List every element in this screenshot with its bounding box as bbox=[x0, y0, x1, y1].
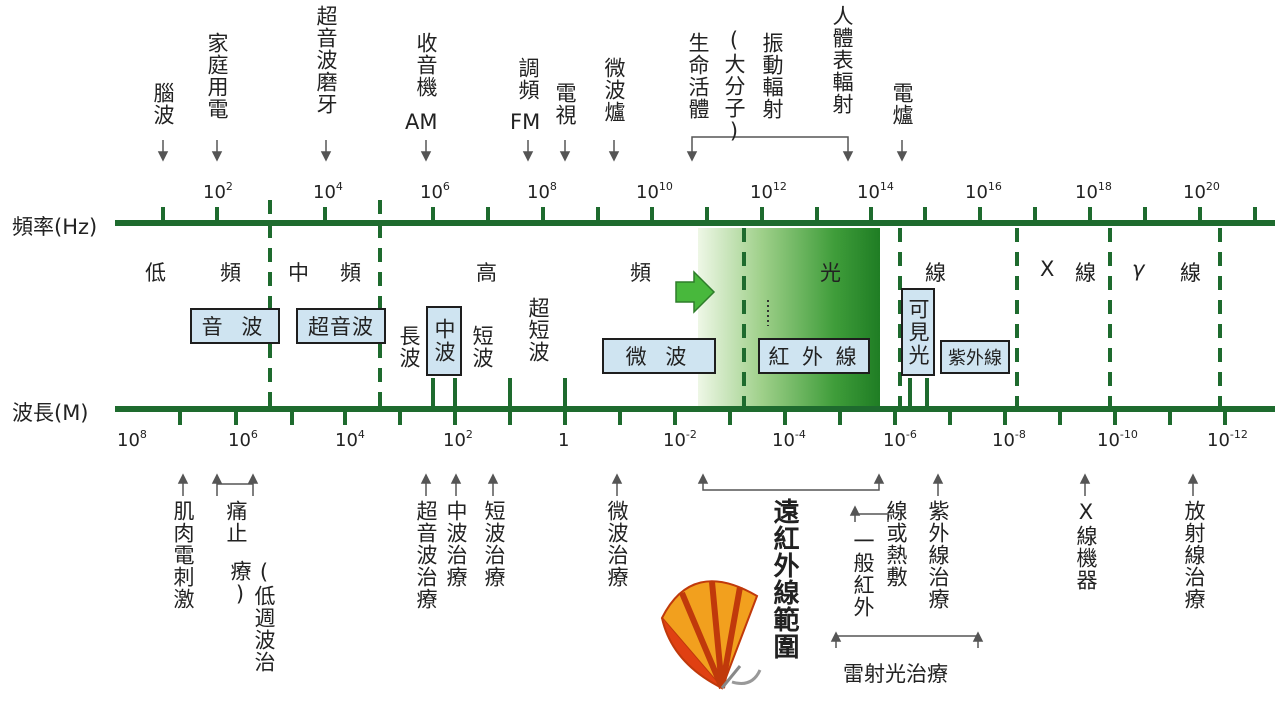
band-mid: 中 bbox=[288, 261, 309, 285]
green-arrow-icon bbox=[675, 270, 716, 314]
wave-tick-label: 1 bbox=[558, 430, 570, 451]
wave-tick-label: 10-10 bbox=[1097, 428, 1138, 451]
long-wave-label: 長波 bbox=[397, 325, 421, 369]
vibration-radiation-label: 振動輻射 bbox=[760, 32, 784, 120]
wave-tick-label: 10-2 bbox=[663, 428, 697, 451]
wave-tick-label: 10-6 bbox=[883, 428, 917, 451]
short-wave-label: 短波 bbox=[470, 325, 494, 369]
freq-tick-label: 1020 bbox=[1183, 180, 1220, 203]
freq-tick-label: 102 bbox=[203, 180, 233, 203]
frequency-axis-label: 頻率(Hz) bbox=[12, 215, 98, 239]
radiation-therapy-label: 放射線治療 bbox=[1182, 500, 1206, 610]
freq-tick-label: 1010 bbox=[636, 180, 673, 203]
freq-tick-label: 106 bbox=[420, 180, 450, 203]
laser-therapy-label: 雷射光治療 bbox=[843, 662, 948, 686]
infrared-gradient-band bbox=[698, 228, 880, 406]
infrared-box: 紅 外 線 bbox=[758, 338, 870, 374]
short-wave-therapy-label: 短波治療 bbox=[482, 500, 506, 588]
ultrashort-wave-label: 超短波 bbox=[526, 297, 550, 363]
uv-therapy-label: 紫外線治療 bbox=[926, 500, 950, 610]
band-low-2: 頻 bbox=[220, 261, 241, 285]
radio-label: 收音機 bbox=[414, 32, 438, 98]
medium-wave-box: 中波 bbox=[426, 306, 462, 376]
band-xray-2: 線 bbox=[1075, 261, 1096, 285]
band-separators bbox=[268, 200, 1222, 409]
freq-tick-label: 1014 bbox=[857, 180, 894, 203]
band-gamma-2: 線 bbox=[1180, 261, 1201, 285]
heat-pack-label: 線或熱敷 bbox=[884, 500, 908, 588]
wavelength-tick-marks bbox=[178, 378, 1227, 425]
band-xray: X bbox=[1040, 257, 1055, 281]
wave-tick-label: 10-12 bbox=[1207, 428, 1248, 451]
far-infrared-range-label: 遠紅外線範圍 bbox=[769, 498, 799, 660]
microwave-box: 微 波 bbox=[602, 338, 716, 374]
band-high-2: 頻 bbox=[630, 261, 651, 285]
pain-relief-label: 痛止 bbox=[224, 500, 248, 544]
ultrasound-therapy-label: 超音波治療 bbox=[414, 500, 438, 610]
freq-tick-label: 104 bbox=[313, 180, 343, 203]
wave-tick-label: 10-4 bbox=[772, 428, 806, 451]
freq-tick-label: 1012 bbox=[750, 180, 787, 203]
brain-wave-label: 腦波 bbox=[151, 82, 175, 126]
band-gamma: γ bbox=[1132, 257, 1145, 281]
band-high: 高 bbox=[476, 261, 497, 285]
medium-wave-therapy-label: 中波治療 bbox=[444, 500, 468, 588]
wave-tick-label: 106 bbox=[228, 428, 258, 451]
wave-tick-label: 104 bbox=[335, 428, 365, 451]
body-surface-label: 人體表輻射 bbox=[830, 5, 854, 115]
xray-machine-label: X線機器 bbox=[1074, 500, 1098, 591]
tv-label: 電視 bbox=[553, 82, 577, 126]
band-low: 低 bbox=[145, 261, 166, 285]
ultraviolet-box: 紫外線 bbox=[940, 340, 1010, 374]
umbrella-icon bbox=[660, 580, 762, 690]
general-infrared-label: 一般紅外 bbox=[851, 530, 875, 618]
wave-tick-label: 108 bbox=[117, 428, 147, 451]
am-label: AM bbox=[405, 110, 438, 134]
visible-light-box: 可見光 bbox=[901, 288, 935, 376]
bottom-arrows bbox=[177, 473, 1199, 648]
life-body-label: 生命活體 bbox=[686, 32, 710, 120]
wavelength-axis-label: 波長(M) bbox=[12, 401, 89, 425]
sound-wave-box: 音 波 bbox=[190, 308, 280, 344]
wave-tick-label: 10-8 bbox=[992, 428, 1026, 451]
fm-label: 調頻 bbox=[516, 57, 540, 101]
frequency-tick-marks bbox=[161, 207, 1257, 223]
muscle-stim-label: 肌肉電刺激 bbox=[171, 500, 195, 610]
band-mid-2: 頻 bbox=[340, 261, 361, 285]
ultrasonic-grind-label: 超音波磨牙 bbox=[314, 5, 338, 115]
electric-stove-label: 電爐 bbox=[890, 82, 914, 126]
fm-abbrev-label: FM bbox=[510, 110, 541, 134]
band-light-2: 線 bbox=[925, 261, 946, 285]
microwave-oven-label: 微波爐 bbox=[602, 57, 626, 123]
freq-tick-label: 1016 bbox=[965, 180, 1002, 203]
macro-molecule-label: (大分子) bbox=[722, 28, 746, 144]
freq-tick-label: 108 bbox=[527, 180, 557, 203]
ultrasound-box: 超音波 bbox=[296, 308, 386, 344]
wave-tick-label: 102 bbox=[443, 428, 473, 451]
band-light: 光 bbox=[820, 261, 841, 285]
home-power-label: 家庭用電 bbox=[205, 32, 229, 120]
freq-tick-label: 1018 bbox=[1075, 180, 1112, 203]
low-freq-therapy-label: (低週波治療) bbox=[228, 560, 276, 673]
microwave-therapy-label: 微波治療 bbox=[605, 500, 629, 588]
top-arrows bbox=[157, 136, 908, 162]
